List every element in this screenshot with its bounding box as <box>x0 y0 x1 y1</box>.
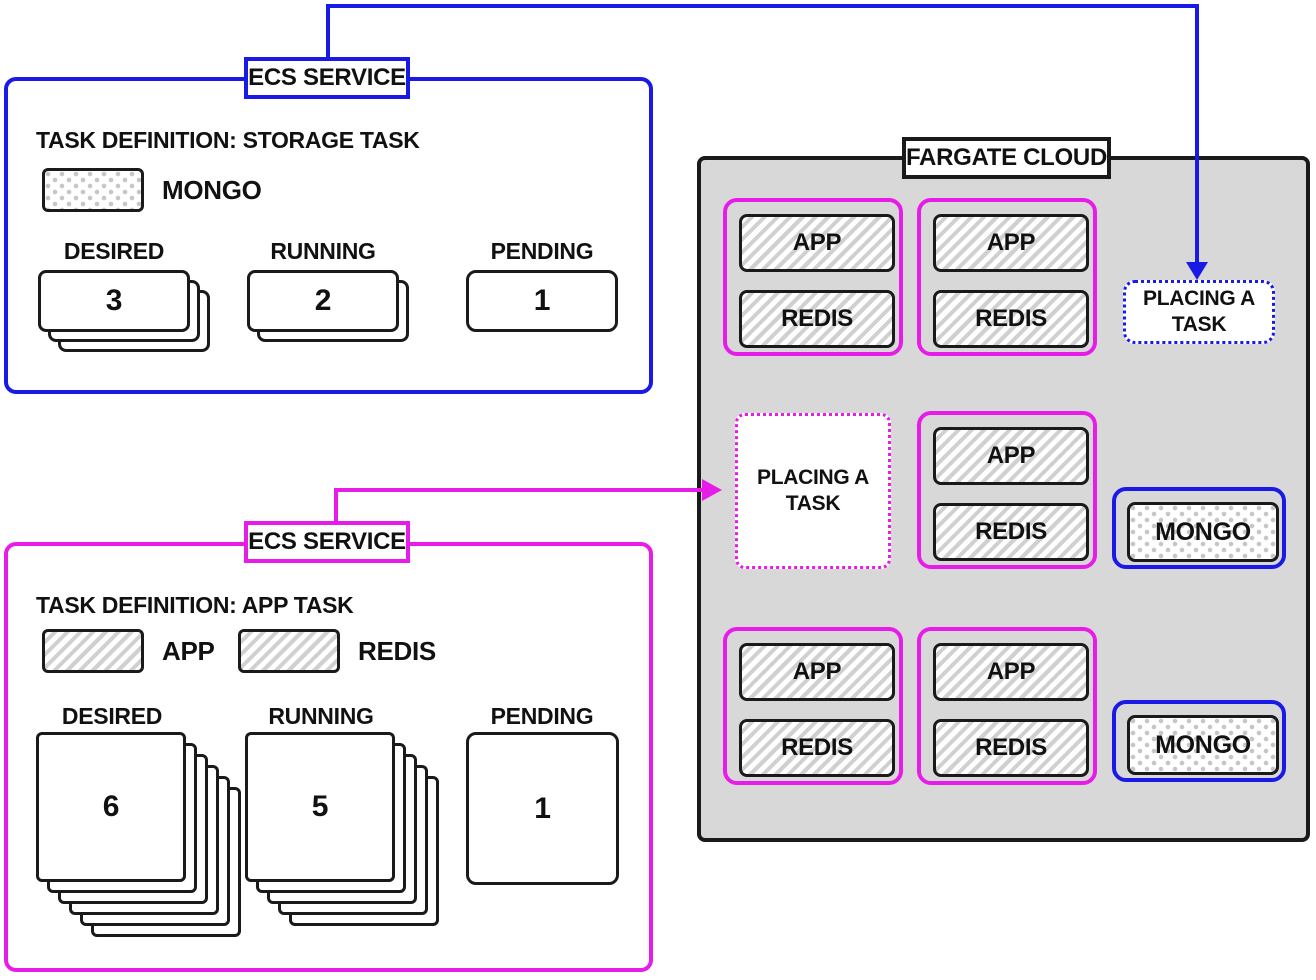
app-running-count: 5 <box>311 790 329 823</box>
app-task-group-4: APP REDIS <box>723 627 903 785</box>
fargate-cloud-title: FARGATE CLOUD <box>906 144 1107 171</box>
app-task-group-2: APP REDIS <box>917 198 1097 356</box>
storage-desired-label: DESIRED <box>63 238 165 264</box>
app-running-stack: 5 <box>245 732 445 932</box>
app-container: APP <box>933 643 1089 701</box>
redis-container: REDIS <box>933 719 1089 777</box>
app-pending-stack: 1 <box>466 732 619 885</box>
app-task-group-1: APP REDIS <box>723 198 903 356</box>
stack-card-front: 6 <box>36 732 186 882</box>
stack-card-front: 2 <box>247 270 399 332</box>
redis-container: REDIS <box>739 290 895 348</box>
storage-running-count: 2 <box>314 284 332 317</box>
app-task-group-3: APP REDIS <box>917 411 1097 569</box>
storage-pending-stack: 1 <box>466 270 618 332</box>
app-pending-count: 1 <box>534 791 551 825</box>
fargate-cloud-title-box: FARGATE CLOUD <box>902 137 1111 179</box>
storage-service-title: ECS SERVICE <box>248 64 406 91</box>
redis-container-swatch <box>238 629 340 673</box>
app-container: APP <box>739 643 895 701</box>
redis-swatch-label: REDIS <box>358 635 436 666</box>
app-desired-count: 6 <box>102 790 120 823</box>
mongo-task-group-2: MONGO <box>1112 700 1286 782</box>
app-task-definition-heading: TASK DEFINITION: APP TASK <box>36 592 354 618</box>
app-pending-label: PENDING <box>490 703 594 729</box>
mongo-container-swatch <box>42 168 144 212</box>
storage-pending-count: 1 <box>533 284 551 317</box>
app-running-label: RUNNING <box>268 703 374 729</box>
stack-card-front: 1 <box>466 732 619 885</box>
app-desired-label: DESIRED <box>61 703 163 729</box>
redis-container: REDIS <box>739 719 895 777</box>
redis-container: REDIS <box>933 503 1089 561</box>
app-service-title-box: ECS SERVICE <box>244 521 410 563</box>
app-swatch-label: APP <box>162 635 215 666</box>
placing-task-box-blue: PLACING A TASK <box>1123 280 1275 344</box>
stack-card-front: 3 <box>38 270 190 332</box>
storage-running-label: RUNNING <box>270 238 376 264</box>
app-service-to-cloud-arrow <box>334 479 722 521</box>
storage-service-title-box: ECS SERVICE <box>244 57 410 99</box>
stack-card-front: 1 <box>466 270 618 332</box>
app-container: APP <box>933 214 1089 272</box>
storage-desired-count: 3 <box>105 284 123 317</box>
redis-container: REDIS <box>933 290 1089 348</box>
placing-task-box-magenta: PLACING A TASK <box>735 413 891 569</box>
storage-desired-stack: 3 <box>38 270 213 355</box>
storage-pending-label: PENDING <box>490 238 594 264</box>
storage-task-definition-heading: TASK DEFINITION: STORAGE TASK <box>36 127 420 153</box>
storage-running-stack: 2 <box>247 270 412 345</box>
app-service-title: ECS SERVICE <box>248 528 406 555</box>
mongo-swatch-label: MONGO <box>162 174 262 205</box>
app-container-swatch <box>42 629 144 673</box>
placing-task-magenta-label: PLACING A TASK <box>756 466 870 515</box>
app-task-group-5: APP REDIS <box>917 627 1097 785</box>
placing-task-blue-label: PLACING A TASK <box>1142 287 1256 336</box>
mongo-container: MONGO <box>1127 502 1279 562</box>
mongo-container: MONGO <box>1127 715 1279 775</box>
mongo-task-group-1: MONGO <box>1112 487 1286 569</box>
app-container: APP <box>933 427 1089 485</box>
app-container: APP <box>739 214 895 272</box>
app-desired-stack: 6 <box>36 732 246 942</box>
stack-card-front: 5 <box>245 732 395 882</box>
